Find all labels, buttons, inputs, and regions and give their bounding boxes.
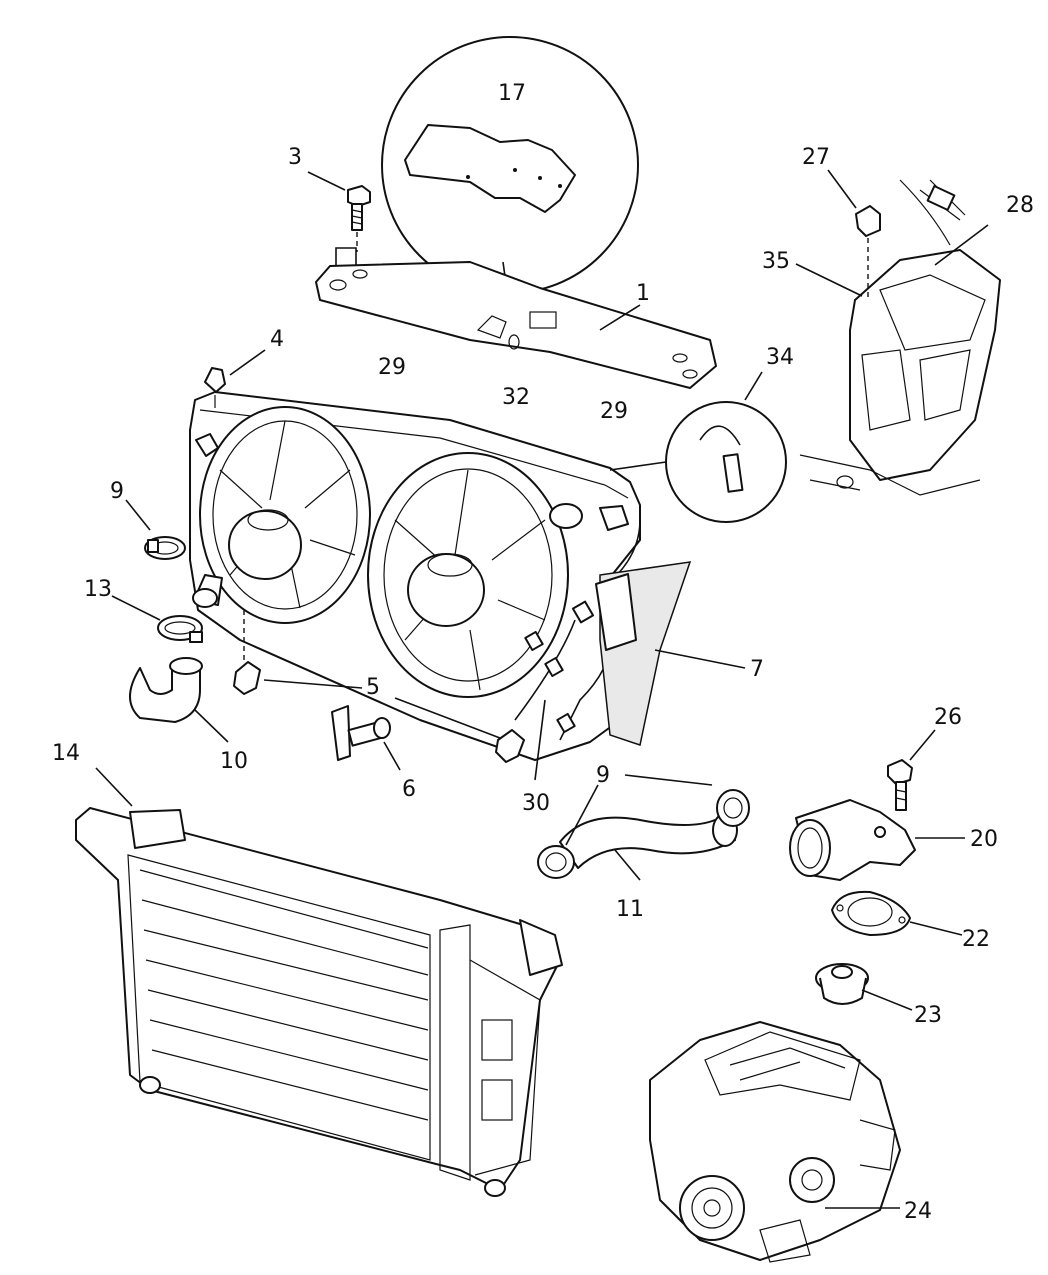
callout-4: 4 (270, 327, 284, 352)
part-13-hose-clamp (111, 595, 203, 643)
callout-27: 27 (802, 145, 830, 170)
part-20-thermostat-housing (789, 799, 965, 881)
callout-20: 20 (970, 827, 998, 852)
callout-17: 17 (498, 81, 526, 106)
callout-29-right: 29 (600, 399, 628, 424)
callout-3: 3 (288, 145, 302, 170)
callout-11: 11 (616, 897, 644, 922)
callout-35: 35 (762, 249, 790, 274)
callout-9-upper: 9 (110, 479, 124, 504)
part-5-push-nut-right (394, 697, 525, 763)
part-11-radiator-hose (559, 813, 738, 881)
callout-6: 6 (402, 777, 416, 802)
callout-28: 28 (1006, 193, 1034, 218)
callout-9-lower: 9 (596, 763, 610, 788)
part-9-hose-clamp-lower (537, 774, 750, 879)
part-10-elbow-hose (129, 657, 229, 743)
callout-32: 32 (502, 385, 530, 410)
callout-5: 5 (366, 675, 380, 700)
part-30-harness-leader (534, 699, 546, 781)
part-26-bolt (887, 729, 936, 811)
part-7-air-baffle (595, 561, 746, 746)
callout-30: 30 (522, 791, 550, 816)
part-34-connector-detail (609, 371, 787, 523)
callout-10: 10 (220, 749, 248, 774)
callout-1: 1 (636, 281, 650, 306)
callout-24: 24 (904, 1199, 932, 1224)
part-23-thermostat (815, 963, 913, 1011)
part-22-gasket (831, 890, 963, 936)
callout-22: 22 (962, 927, 990, 952)
part-6-connector (331, 705, 401, 771)
callout-23: 23 (914, 1003, 942, 1028)
callout-26: 26 (934, 705, 962, 730)
callout-14: 14 (52, 741, 80, 766)
part-5-push-nut-left (233, 661, 363, 695)
callout-7: 7 (750, 657, 764, 682)
part-14-radiator (75, 767, 563, 1197)
callout-29-left: 29 (378, 355, 406, 380)
part-24-engine (649, 1021, 901, 1263)
part-17-seal-detail (381, 36, 639, 299)
part-35-bracket (795, 263, 863, 297)
callout-34: 34 (766, 345, 794, 370)
part-28-radiator-support (799, 179, 1001, 496)
fan-shroud-assembly (189, 391, 641, 761)
callout-labels: 17 3 1 4 29 32 29 34 27 28 35 9 13 5 7 1… (52, 81, 1034, 1224)
callout-13: 13 (84, 577, 112, 602)
part-3-bolt (307, 171, 371, 270)
part-1-upper-bracket (315, 261, 717, 389)
part-4-push-pin (204, 349, 266, 393)
part-9-hose-clamp-upper (125, 499, 186, 560)
part-27-clip (827, 169, 881, 298)
